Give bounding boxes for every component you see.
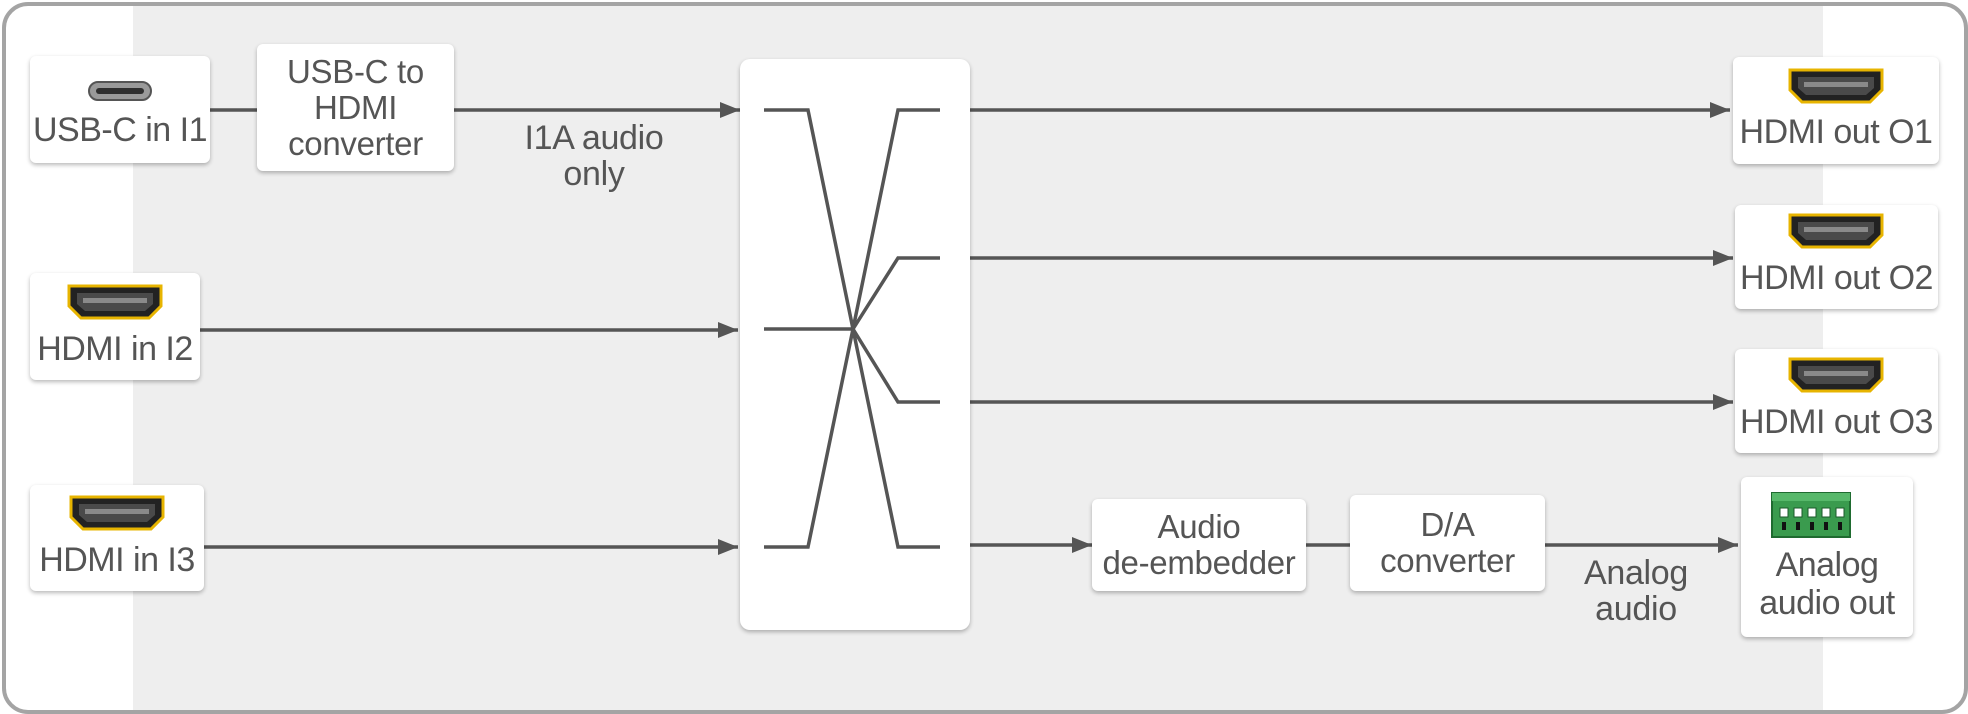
hdmi-i3-label: HDMI in I3	[39, 541, 195, 579]
analog-out-line-1: Analog	[1775, 546, 1879, 584]
matrix-routing-lines	[764, 108, 940, 549]
converter-line-1: USB-C to	[287, 52, 424, 90]
route-o2	[851, 256, 940, 330]
audio-note-line-2: only	[563, 155, 625, 193]
route-o3	[851, 328, 940, 404]
hdmi-i2-label: HDMI in I2	[37, 330, 193, 368]
route-o1	[851, 108, 940, 330]
route-i1	[764, 108, 855, 330]
usb-c-port-icon	[88, 81, 152, 101]
deembedder-line-1: Audio	[1157, 508, 1241, 545]
route-i3	[764, 328, 855, 549]
hdmi-o1-output-box: HDMI out O1	[1733, 57, 1939, 164]
hdmi-port-icon	[1788, 213, 1884, 249]
usbc-hdmi-converter: USB-C to HDMI converter	[257, 44, 454, 171]
usbc-input-box: USB-C in I1	[30, 56, 210, 163]
hdmi-i2-input-box: HDMI in I2	[30, 273, 200, 380]
analog-note-line-1: Analog	[1583, 554, 1689, 592]
converter-line-3: converter	[288, 124, 423, 162]
hdmi-i3-input-box: HDMI in I3	[30, 485, 204, 591]
switcher-matrix	[740, 59, 970, 630]
audio-deembedder: Audio de-embedder	[1092, 499, 1306, 591]
hdmi-o2-label: HDMI out O2	[1740, 259, 1933, 297]
terminal-block-icon	[1771, 492, 1851, 538]
i1a-audio-note: I1A audio only	[504, 120, 684, 192]
converter-line-2: HDMI	[313, 88, 398, 126]
dac-line-1: D/A	[1420, 506, 1475, 543]
analog-note-line-2: audio	[1595, 590, 1677, 628]
route-o4	[851, 328, 940, 549]
da-converter: D/A converter	[1350, 495, 1545, 591]
hdmi-port-icon	[69, 495, 165, 531]
usbc-input-label: USB-C in I1	[33, 111, 208, 149]
hdmi-o2-output-box: HDMI out O2	[1735, 205, 1938, 309]
hdmi-port-icon	[1788, 357, 1884, 393]
hdmi-port-icon	[67, 284, 163, 320]
dac-line-2: converter	[1380, 542, 1515, 579]
hdmi-o3-output-box: HDMI out O3	[1735, 349, 1938, 453]
analog-audio-output-box: Analog audio out	[1741, 477, 1913, 637]
hdmi-port-icon	[1788, 68, 1884, 104]
analog-out-line-2: audio out	[1759, 584, 1895, 622]
analog-audio-note: Analog audio	[1556, 555, 1716, 627]
deembedder-line-2: de-embedder	[1102, 544, 1296, 581]
hdmi-o1-label: HDMI out O1	[1739, 113, 1933, 151]
audio-note-line-1: I1A audio	[524, 119, 664, 157]
hdmi-o3-label: HDMI out O3	[1740, 403, 1933, 441]
